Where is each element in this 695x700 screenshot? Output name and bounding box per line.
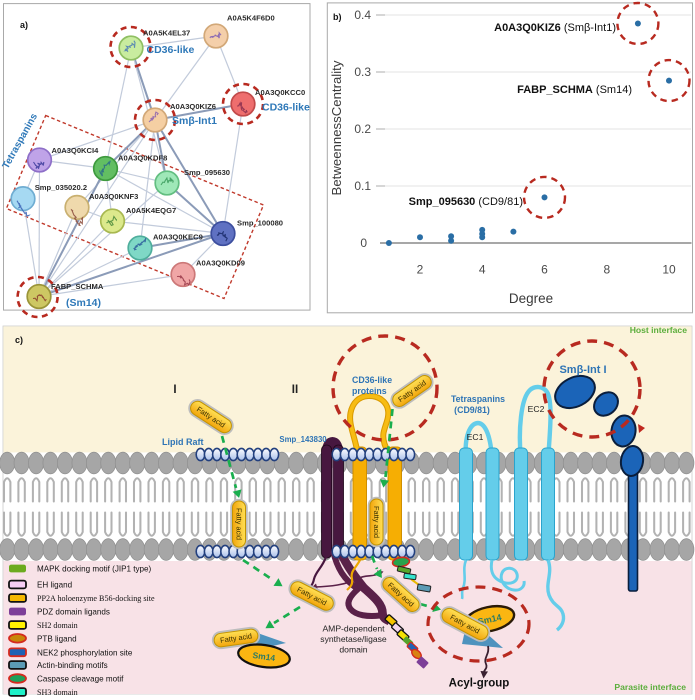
svg-text:4: 4 [479,263,486,277]
svg-text:A0A5K4F6D0: A0A5K4F6D0 [227,14,275,23]
svg-text:EC2: EC2 [528,404,545,414]
svg-text:Smp_035020.2: Smp_035020.2 [35,183,87,192]
svg-text:Fatty acid: Fatty acid [234,508,243,540]
svg-text:Smp_143830: Smp_143830 [279,435,327,444]
svg-text:CD36-like: CD36-like [352,375,392,385]
svg-text:A0A3Q0KCI4: A0A3Q0KCI4 [52,146,100,155]
svg-text:0.4: 0.4 [354,8,371,22]
svg-text:domain: domain [339,645,367,655]
svg-text:Tetraspanins: Tetraspanins [451,394,505,404]
svg-text:6: 6 [541,263,548,277]
svg-text:Degree: Degree [509,291,553,306]
svg-text:PP2A holoenzyme B56-docking si: PP2A holoenzyme B56-docking site [37,594,155,603]
svg-text:A0A3Q0KIZ6: A0A3Q0KIZ6 [170,102,216,111]
svg-text:CD36-like: CD36-like [262,102,310,114]
svg-text:A0A3Q0KDF8: A0A3Q0KDF8 [118,154,167,163]
svg-text:A0A5K4EQG7: A0A5K4EQG7 [126,206,176,215]
svg-text:A0A3Q0KCC0: A0A3Q0KCC0 [255,88,305,97]
svg-text:PDZ domain ligands: PDZ domain ligands [37,608,110,617]
svg-text:PTB ligand: PTB ligand [37,634,77,643]
svg-text:I: I [173,384,176,396]
svg-text:AMP-dependent: AMP-dependent [322,624,385,634]
svg-text:Host interface: Host interface [630,325,688,335]
svg-text:Lipid Raft: Lipid Raft [162,437,204,447]
svg-text:NEK2 phosphorylation site: NEK2 phosphorylation site [37,648,133,657]
svg-text:EC1: EC1 [467,432,484,442]
svg-text:A0A3Q0KIZ6 (Smβ-Int1): A0A3Q0KIZ6 (Smβ-Int1) [494,22,616,34]
svg-text:A0A3Q0KNF3: A0A3Q0KNF3 [89,192,138,201]
svg-text:Sm14: Sm14 [252,650,276,663]
svg-text:0: 0 [360,236,367,250]
svg-text:BetweennessCentrality: BetweennessCentrality [329,60,344,195]
svg-text:A0A5K4EL37: A0A5K4EL37 [143,29,190,38]
svg-text:CD36-like: CD36-like [147,44,195,56]
svg-text:SH2 domain: SH2 domain [37,621,78,630]
svg-text:FABP_SCHMA: FABP_SCHMA [51,282,104,291]
svg-text:c): c) [15,335,23,345]
svg-text:A0A3Q0KEC9: A0A3Q0KEC9 [153,233,203,242]
svg-text:II: II [292,384,298,396]
svg-text:b): b) [333,12,342,22]
svg-text:SH3 domain: SH3 domain [37,688,78,697]
svg-text:0.2: 0.2 [354,122,371,136]
svg-text:Smp_095630 (CD9/81): Smp_095630 (CD9/81) [409,196,523,208]
svg-text:proteins: proteins [352,386,387,396]
svg-text:Smp_100080: Smp_100080 [237,219,283,228]
svg-text:Smβ-Int I: Smβ-Int I [559,364,606,376]
svg-text:Fatty acid: Fatty acid [372,506,381,538]
svg-text:MAPK docking motif (JIP1 type): MAPK docking motif (JIP1 type) [37,565,152,574]
svg-text:Actin-binding motifs: Actin-binding motifs [37,661,108,670]
svg-text:Acyl-group: Acyl-group [449,678,510,690]
svg-text:Smβ-Int1: Smβ-Int1 [172,115,217,127]
svg-text:0.3: 0.3 [354,65,371,79]
svg-text:a): a) [20,20,28,30]
svg-text:10: 10 [662,263,676,277]
svg-text:2: 2 [417,263,424,277]
svg-text:FABP_SCHMA (Sm14): FABP_SCHMA (Sm14) [517,84,632,96]
svg-text:Fatty acid: Fatty acid [220,631,253,644]
svg-text:8: 8 [603,263,610,277]
svg-text:(Sm14): (Sm14) [66,297,101,309]
svg-text:Smp_095630: Smp_095630 [184,168,230,177]
svg-text:(CD9/81): (CD9/81) [454,405,490,415]
svg-text:Caspase cleavage motif: Caspase cleavage motif [37,675,124,684]
svg-text:0.1: 0.1 [354,179,371,193]
svg-text:synthetase/ligase: synthetase/ligase [320,634,387,644]
svg-text:Parasite interface: Parasite interface [614,682,686,692]
svg-text:EH ligand: EH ligand [37,581,72,590]
svg-text:A0A3Q0KD09: A0A3Q0KD09 [196,259,245,268]
